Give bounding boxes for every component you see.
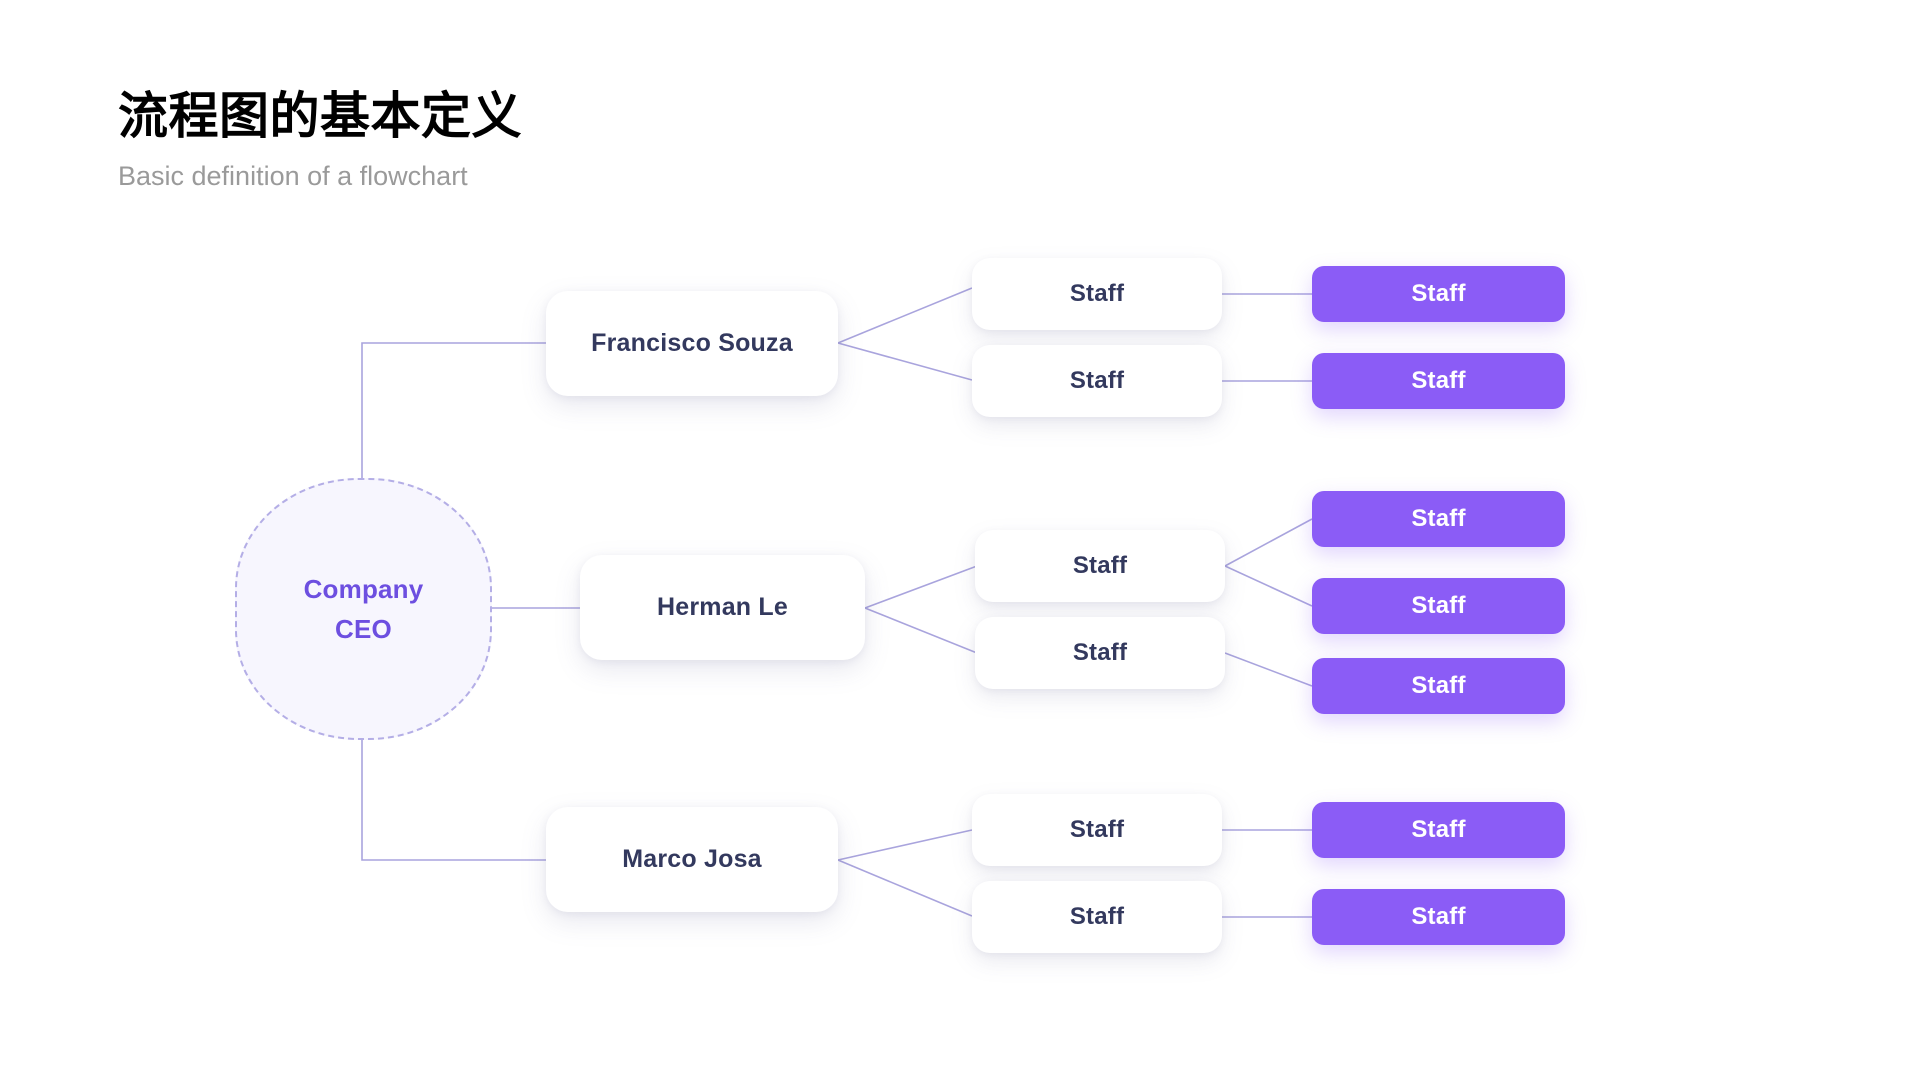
node-staff-accent-6-label: Staff	[1411, 816, 1466, 843]
node-staff-accent-2-label: Staff	[1411, 367, 1466, 394]
node-company-ceo-line-2: CEO	[335, 614, 392, 644]
edge-manager-1-to-staff-2	[837, 342, 973, 381]
page-header: 流程图的基本定义 Basic definition of a flowchart	[118, 88, 1018, 192]
node-staff-accent-1[interactable]: Staff	[1312, 266, 1565, 322]
node-staff-accent-3[interactable]: Staff	[1312, 491, 1565, 547]
edge-root-to-manager-3	[361, 740, 556, 861]
edge-manager-3-to-staff-5	[837, 829, 973, 861]
node-staff-accent-4[interactable]: Staff	[1312, 578, 1565, 634]
node-staff-plain-2[interactable]: Staff	[972, 345, 1222, 417]
node-staff-accent-7[interactable]: Staff	[1312, 889, 1565, 945]
node-staff-plain-1-label: Staff	[1069, 280, 1125, 307]
node-manager-herman-le-label: Herman Le	[656, 593, 788, 621]
node-staff-plain-5[interactable]: Staff	[972, 794, 1222, 866]
node-staff-plain-2-label: Staff	[1069, 367, 1125, 394]
node-staff-plain-3[interactable]: Staff	[975, 530, 1225, 602]
node-staff-accent-7-label: Staff	[1411, 903, 1466, 930]
node-company-ceo-line-1: Company	[303, 573, 424, 604]
node-staff-plain-4[interactable]: Staff	[975, 617, 1225, 689]
node-manager-francisco-souza-label: Francisco Souza	[591, 329, 793, 357]
node-staff-plain-6-label: Staff	[1069, 903, 1125, 930]
edge-manager-1-to-staff-1	[837, 287, 973, 344]
node-company-ceo-text: Company CEO	[304, 569, 424, 650]
node-manager-francisco-souza[interactable]: Francisco Souza	[546, 291, 838, 396]
node-staff-plain-4-label: Staff	[1072, 639, 1128, 666]
node-staff-plain-3-label: Staff	[1072, 552, 1128, 579]
edge-staff-3-to-accent-4	[1224, 565, 1313, 607]
node-staff-plain-6[interactable]: Staff	[972, 881, 1222, 953]
page-subtitle: Basic definition of a flowchart	[118, 160, 468, 191]
node-staff-accent-6[interactable]: Staff	[1312, 802, 1565, 858]
edge-manager-2-to-staff-3	[864, 565, 978, 609]
page-title: 流程图的基本定义	[118, 88, 522, 144]
node-staff-accent-4-label: Staff	[1411, 592, 1466, 619]
node-staff-plain-1[interactable]: Staff	[972, 258, 1222, 330]
node-staff-accent-5-label: Staff	[1411, 672, 1466, 699]
node-staff-accent-2[interactable]: Staff	[1312, 353, 1565, 409]
node-manager-marco-josa-label: Marco Josa	[622, 845, 762, 873]
node-staff-plain-5-label: Staff	[1069, 816, 1125, 843]
edge-staff-4-to-accent-5	[1224, 652, 1313, 687]
node-staff-accent-1-label: Staff	[1411, 280, 1466, 307]
edge-manager-2-to-staff-4	[864, 607, 978, 654]
node-company-ceo[interactable]: Company CEO	[235, 478, 492, 740]
edge-staff-3-to-accent-3	[1224, 518, 1313, 567]
node-manager-herman-le[interactable]: Herman Le	[580, 555, 865, 660]
node-manager-marco-josa[interactable]: Marco Josa	[546, 807, 838, 912]
node-staff-accent-3-label: Staff	[1411, 505, 1466, 532]
node-staff-accent-5[interactable]: Staff	[1312, 658, 1565, 714]
edge-manager-3-to-staff-6	[837, 859, 973, 917]
